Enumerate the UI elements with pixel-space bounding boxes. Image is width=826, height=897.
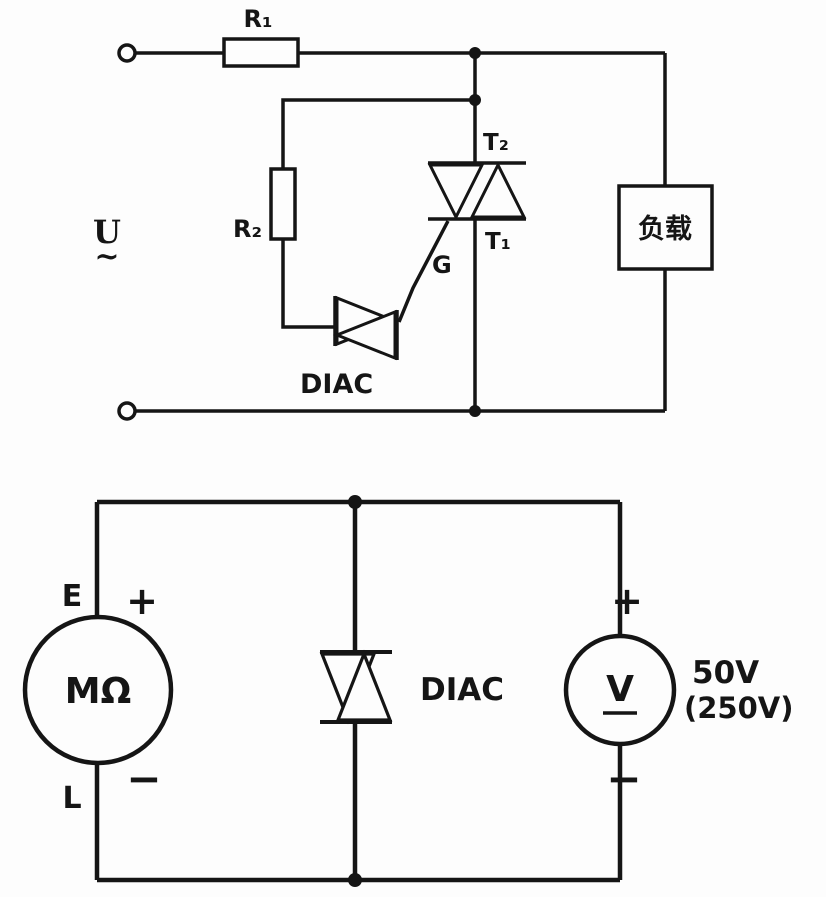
diac-label-top: DIAC	[300, 369, 373, 400]
load-box	[617, 184, 714, 271]
voltmeter-minus-sign: −	[606, 754, 641, 803]
voltmeter-dial	[563, 633, 677, 747]
voltmeter-label: V	[606, 669, 634, 710]
triac-gate-label: G	[432, 251, 452, 279]
terminal-e-label: E	[62, 579, 83, 614]
triac-symbol: T₂ T₁ G	[397, 130, 527, 323]
diac-triangle-up	[335, 649, 393, 722]
junction-dot	[348, 873, 362, 887]
wire	[281, 239, 335, 329]
megohmmeter: MΩ E + L −	[22, 579, 174, 816]
resistor-r1-label: R₁	[244, 5, 273, 33]
bottom-circuit: MΩ E + L − DIAC V + − 50V (250V)	[22, 495, 794, 887]
input-terminal-top	[117, 43, 137, 63]
diac-triangle-left	[332, 309, 397, 361]
diac-symbol-top: DIAC	[300, 295, 400, 400]
megohmmeter-dial	[22, 614, 174, 766]
source-voltage-label: U	[93, 213, 121, 251]
triac-t1-label: T₁	[485, 229, 511, 255]
megohmmeter-label: MΩ	[65, 671, 131, 712]
wire	[281, 98, 475, 169]
junction-dot	[469, 405, 481, 417]
resistor-r1	[222, 37, 300, 68]
voltmeter-plus-sign: +	[611, 579, 643, 623]
triac-gate-lead	[397, 220, 450, 323]
megohmmeter-plus-sign: +	[126, 579, 158, 623]
diac-symbol-bottom: DIAC	[319, 649, 504, 725]
top-circuit: U ~ R₁ R₂ T₂ T₁ G DIAC 负载	[93, 5, 714, 421]
source-tilde: ~	[94, 239, 119, 274]
input-terminal-bottom	[117, 401, 137, 421]
voltmeter-range-primary: 50V	[692, 655, 759, 691]
triac-t2-label: T₂	[483, 130, 509, 156]
resistor-r2-label: R₂	[233, 215, 262, 243]
triac-triangle-up	[469, 161, 527, 219]
diac-label-bottom: DIAC	[420, 672, 504, 708]
junction-dot	[348, 495, 362, 509]
junction-dot	[469, 47, 481, 59]
junction-dot	[469, 94, 481, 106]
triac-triangle-down	[427, 163, 485, 221]
megohmmeter-minus-sign: −	[126, 754, 161, 803]
load-label: 负载	[638, 214, 692, 245]
terminal-l-label: L	[62, 781, 81, 816]
voltmeter: V + − 50V (250V)	[563, 579, 794, 803]
resistor-r2	[269, 167, 297, 241]
voltmeter-range-secondary: (250V)	[684, 691, 794, 725]
top-wires	[135, 51, 667, 413]
